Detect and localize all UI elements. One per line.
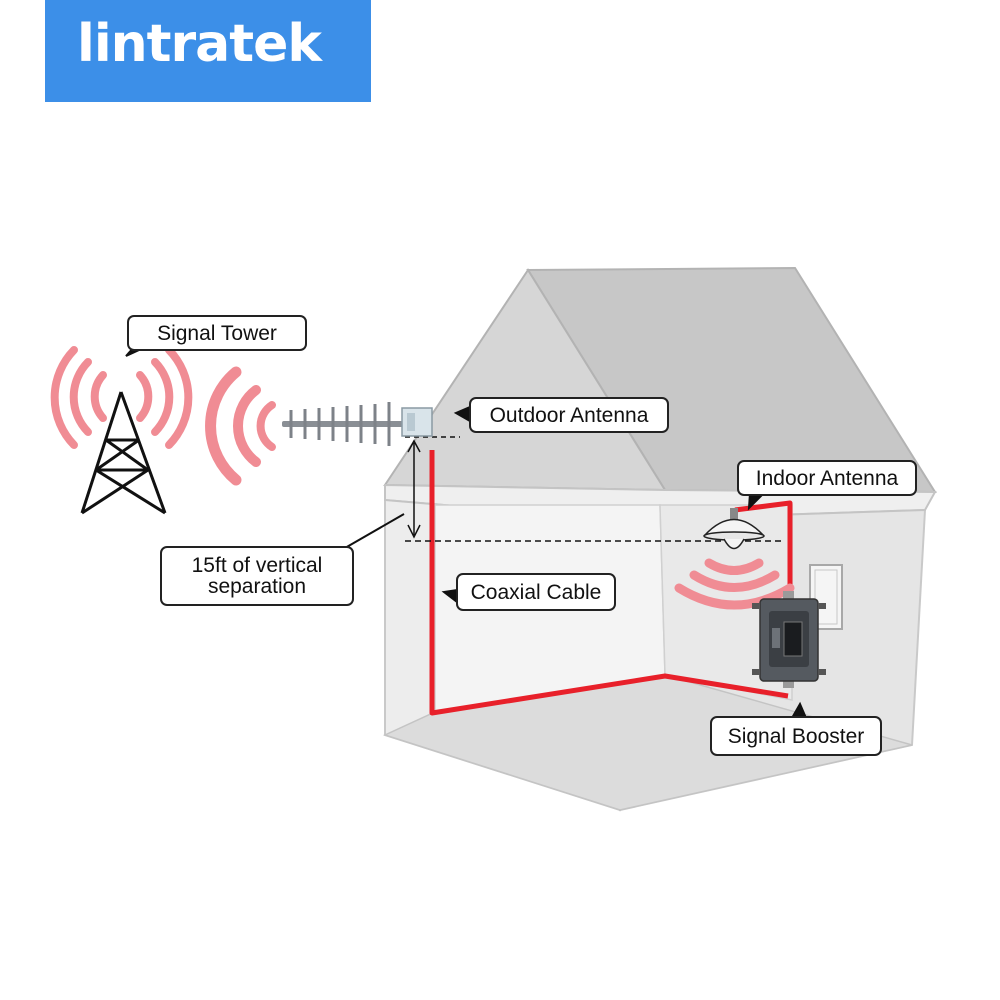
coaxial-cable-line xyxy=(429,450,793,716)
callout-outdoor-antenna: Outdoor Antenna xyxy=(469,397,669,433)
vertical-separation-marker xyxy=(405,436,785,542)
tower-wave-right-1 xyxy=(136,371,153,422)
indoor-wave-3 xyxy=(674,583,795,610)
house-floor xyxy=(382,674,913,811)
tower-wave-right-3 xyxy=(165,346,193,449)
cable-booster-to-indoor xyxy=(734,500,793,600)
callout-coaxial-cable: Coaxial Cable xyxy=(456,573,616,611)
booster-display xyxy=(783,621,803,657)
pointer-separation-line xyxy=(344,513,405,549)
booster-connector-top xyxy=(783,591,794,601)
incoming-wave-2 xyxy=(233,385,261,467)
signal-tower-icon xyxy=(80,391,167,515)
separation-arrow-down xyxy=(407,524,421,539)
booster-connector-bottom xyxy=(783,678,794,688)
tower-wave-left-2 xyxy=(69,358,92,436)
indoor-antenna-cone xyxy=(723,538,745,550)
booster-brand-plate xyxy=(772,628,780,648)
tower-wave-left-1 xyxy=(90,371,107,422)
booster-ear-br xyxy=(818,669,826,675)
incoming-wave-3 xyxy=(256,401,276,451)
tower-brace-x4 xyxy=(81,468,149,515)
outdoor-antenna-icon xyxy=(282,402,433,446)
indoor-antenna-icon xyxy=(703,508,765,550)
tower-brace-x1 xyxy=(105,438,149,472)
indoor-signal-waves xyxy=(674,558,795,610)
house xyxy=(382,266,937,812)
indoor-antenna-rim xyxy=(703,531,765,541)
booster-ear-bl xyxy=(752,669,760,675)
callout-vertical-separation: 15ft of vertical separation xyxy=(160,546,354,606)
booster-ear-tl xyxy=(752,603,760,609)
indoor-wave-1 xyxy=(704,558,764,575)
yagi-elements xyxy=(289,402,391,446)
separation-arrow-up xyxy=(407,439,421,453)
yagi-mount-plate xyxy=(407,413,415,431)
brand-logo: lintratek xyxy=(45,0,371,102)
tower-brace-x3 xyxy=(95,468,166,515)
yagi-mount xyxy=(401,407,433,437)
callout-indoor-antenna: Indoor Antenna xyxy=(737,460,917,496)
tower-wave-left-3 xyxy=(50,346,78,449)
indoor-wave-2 xyxy=(689,570,780,592)
separation-text-line1: 15ft of vertical xyxy=(191,554,323,577)
incoming-signal-waves xyxy=(205,366,276,486)
tower-wave-right-2 xyxy=(151,358,174,436)
tower-brace-x2 xyxy=(95,438,140,472)
separation-text-line2: separation xyxy=(207,575,307,598)
indoor-antenna-stem xyxy=(730,508,738,520)
signal-booster-icon xyxy=(752,591,826,688)
booster-ear-tr xyxy=(818,603,826,609)
house-window-pane xyxy=(814,569,838,625)
brand-logo-text: lintratek xyxy=(77,14,322,74)
tower-leg-right xyxy=(119,391,167,514)
tower-leg-left xyxy=(80,391,123,514)
callout-signal-booster: Signal Booster xyxy=(710,716,882,756)
incoming-wave-1 xyxy=(205,366,242,486)
tower-signal-waves xyxy=(50,346,193,449)
cable-outdoor-to-booster xyxy=(429,450,789,716)
callout-signal-tower: Signal Tower xyxy=(127,315,307,351)
